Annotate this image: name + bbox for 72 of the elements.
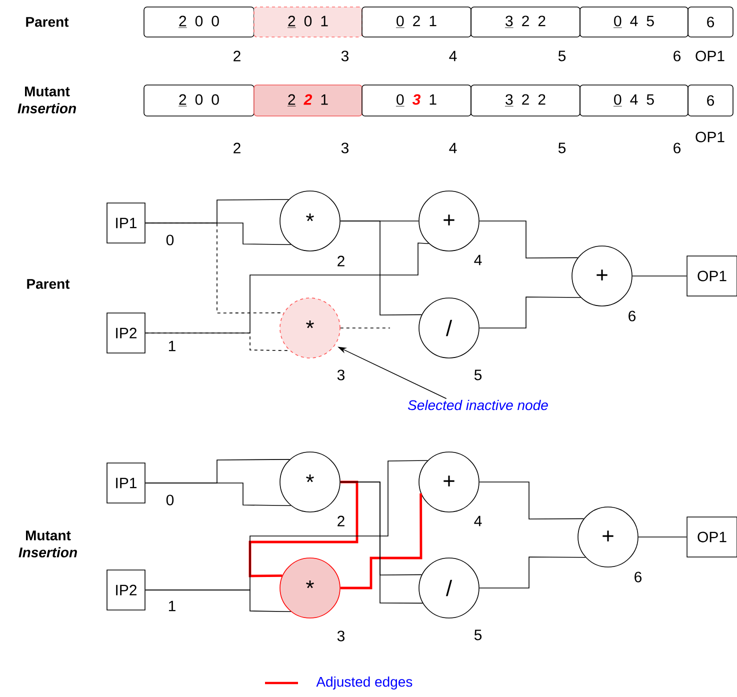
connector-line [340,220,422,316]
legend-text: Adjusted edges [316,676,412,690]
connector-line [340,482,424,604]
row-label: Parent [26,17,69,27]
gene-box: 6 [688,84,734,116]
index-label: OP1 [696,50,724,62]
index-label: 6 [634,572,642,582]
gene-box: 2 0 0 [144,84,254,116]
row-label: Mutant Insertion [18,86,76,114]
connector-line [479,482,584,520]
index-label: 0 [166,234,174,246]
output-box: OP1 [686,256,737,296]
index-label: 6 [674,142,681,154]
connector-line [145,460,428,590]
function-node: * [280,558,340,618]
connector-line [248,480,358,578]
index-label: 0 [166,494,174,506]
connector-line [479,296,581,328]
index-label: 2 [234,50,240,62]
input-box: IP2 [106,570,146,610]
index-label: 6 [628,310,636,322]
index-label: 5 [474,370,482,380]
index-label: 5 [558,142,566,154]
input-box: IP1 [106,202,146,244]
index-label: OP1 [696,132,724,142]
function-node: + [418,452,480,512]
connector-line [638,536,687,538]
index-label: 2 [338,256,344,266]
gene-box: 3 2 2 [470,84,580,116]
gene-box: 2 0 1 [254,6,362,38]
annotation-text: Selected inactive node [408,400,548,410]
function-node: + [578,506,638,568]
gene-box: 6 [688,6,734,38]
function-node: + [418,190,480,252]
function-node: * [280,298,340,358]
output-box: OP1 [686,516,737,558]
index-label: 1 [168,340,176,352]
index-label: 4 [449,50,457,62]
input-box: IP2 [106,312,146,354]
connector-line [145,242,430,334]
gene-box: 0 4 5 [580,84,688,116]
index-label: 3 [341,142,349,154]
function-node: + [572,246,632,306]
connector-line [145,482,292,506]
index-label: 4 [449,142,457,154]
connector-line [479,556,586,588]
index-label: 3 [341,50,349,62]
function-node: / [418,558,480,618]
index-label: 6 [674,50,681,62]
connector-line [479,220,578,258]
index-label: 2 [338,516,344,526]
index-label: 1 [168,600,176,612]
gene-box: 0 2 1 [362,6,472,38]
gene-box: 2 0 0 [144,6,254,38]
row-label: Mutant Insertion [18,530,77,558]
input-box: IP1 [106,462,146,504]
gene-box: 2 2 1 [254,84,362,116]
function-node: * [280,452,340,512]
index-label: 3 [337,370,345,380]
index-label: 4 [474,254,482,266]
index-label: 4 [474,516,482,526]
gene-box: 0 4 5 [580,6,688,38]
index-label: 5 [558,50,566,62]
index-label: 3 [337,630,345,642]
row-label: Parent [27,279,70,289]
index-label: 5 [474,630,482,640]
function-node: / [418,298,480,358]
gene-box: 0 3 1 [362,84,472,116]
function-node: * [280,190,340,252]
index-label: 2 [234,142,240,154]
connector-line [340,493,422,590]
gene-box: 3 2 2 [470,6,580,38]
